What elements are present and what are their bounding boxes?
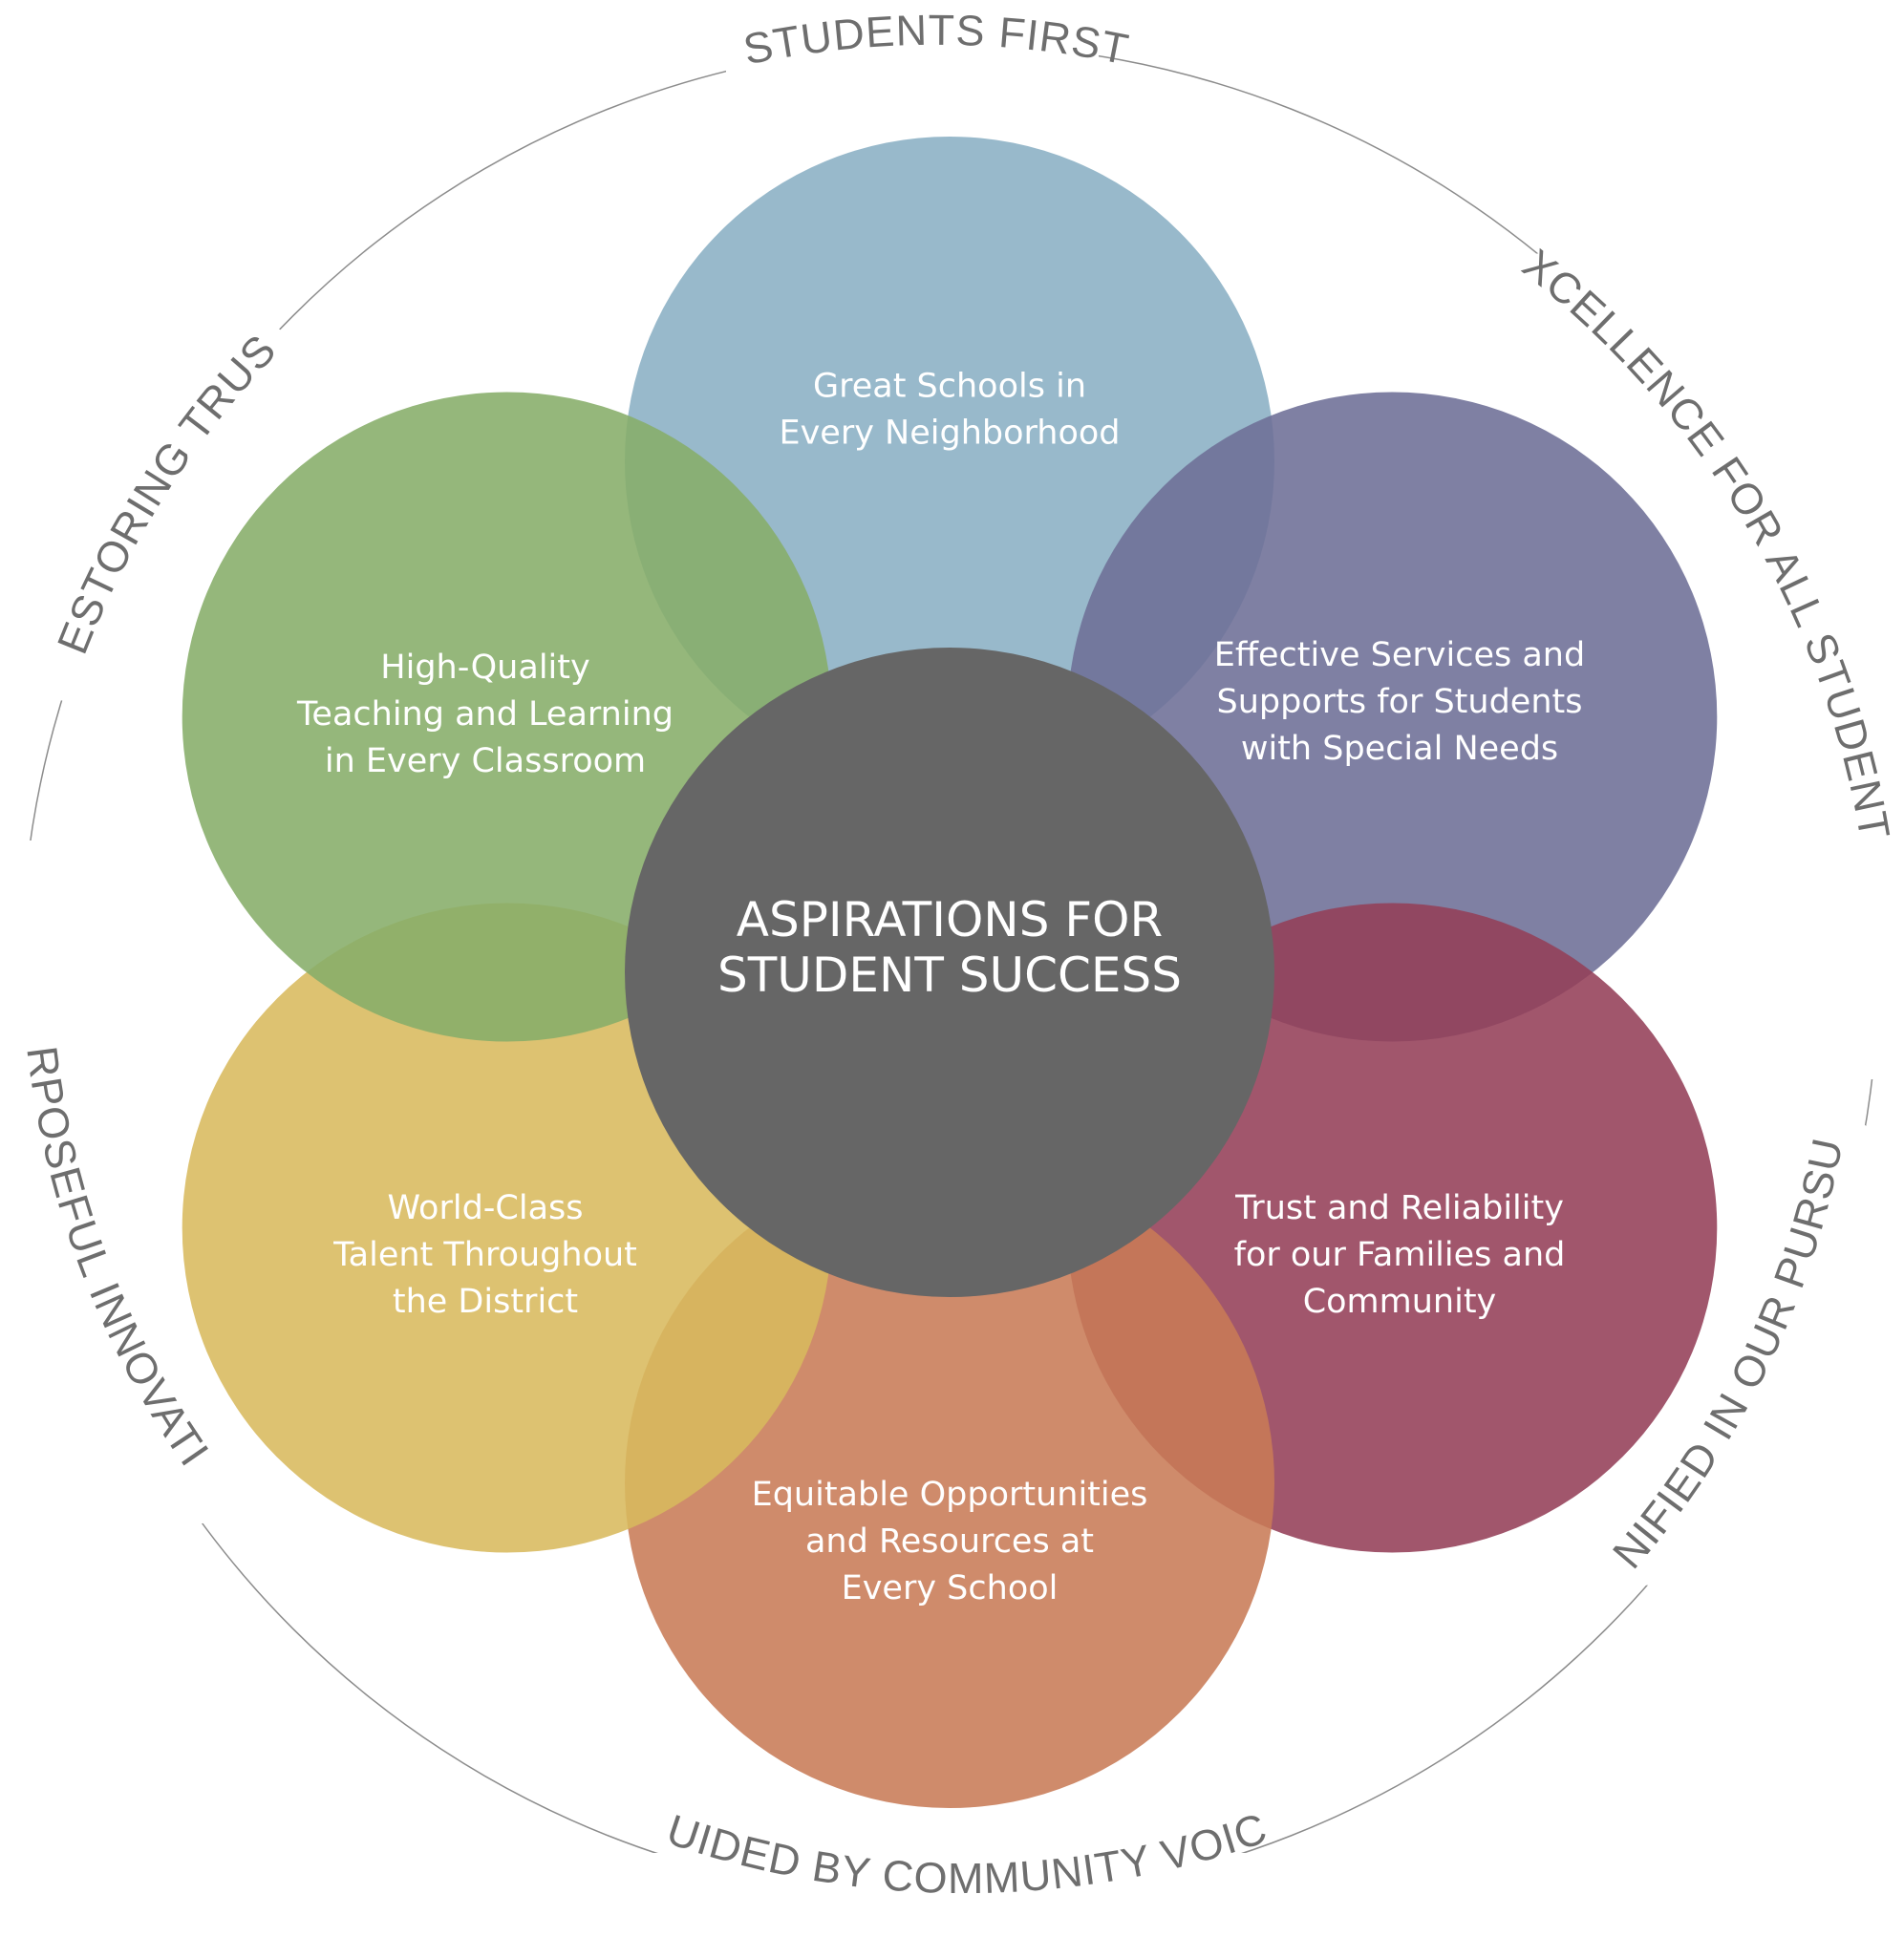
petal-label-line: Great Schools in <box>813 368 1086 406</box>
petal-label-equitable: Equitable Opportunities and Resources at E… <box>752 1476 1148 1607</box>
petal-label-line: Every School <box>842 1569 1059 1607</box>
ring-gap-unified <box>1610 1118 1877 1586</box>
petal-label-line: the District <box>393 1283 578 1321</box>
ring-mask-top <box>726 27 1099 90</box>
petal-label-line: Equitable Opportunities <box>752 1476 1148 1514</box>
petal-label-great-schools: Great Schools in Every Neighborhood <box>779 368 1120 453</box>
petal-label-trust-reliability: Trust and Reliability for our Families an… <box>1234 1189 1566 1321</box>
ring-gap-innovation <box>0 1017 234 1523</box>
petal-label-line: Talent Throughout <box>332 1236 637 1274</box>
petal-label-line: for our Families and <box>1234 1236 1566 1274</box>
petal-labels: Great Schools in Every NeighborhoodEffect… <box>296 368 1585 1608</box>
petal-label-line: World-Class <box>387 1189 583 1227</box>
petal-label-line: Every Neighborhood <box>779 415 1120 453</box>
petal-label-line: with Special Needs <box>1241 730 1558 768</box>
ring-gap-excellence <box>1509 253 1896 855</box>
ring-mask-right <box>1844 841 1904 1079</box>
petal-label-line: Community <box>1303 1283 1497 1321</box>
petal-label-line: in Every Classroom <box>325 742 646 780</box>
petal-label-line: and Resources at <box>805 1522 1094 1561</box>
ring-label-gaps <box>0 253 1896 1586</box>
center-circle <box>625 648 1274 1297</box>
petal-label-line: Teaching and Learning <box>296 695 674 734</box>
center-label-line: ASPIRATIONS FOR <box>737 892 1163 947</box>
petal-label-line: Supports for Students <box>1217 683 1583 721</box>
ring-gap-restoring <box>38 325 296 702</box>
petal-label-line: Effective Services and <box>1214 636 1585 674</box>
ring-mask-bottom <box>650 1853 1252 1937</box>
petal-label-line: Trust and Reliability <box>1234 1189 1564 1227</box>
center-label-line: STUDENT SUCCESS <box>717 947 1182 1003</box>
petal-label-line: High-Quality <box>380 649 589 687</box>
